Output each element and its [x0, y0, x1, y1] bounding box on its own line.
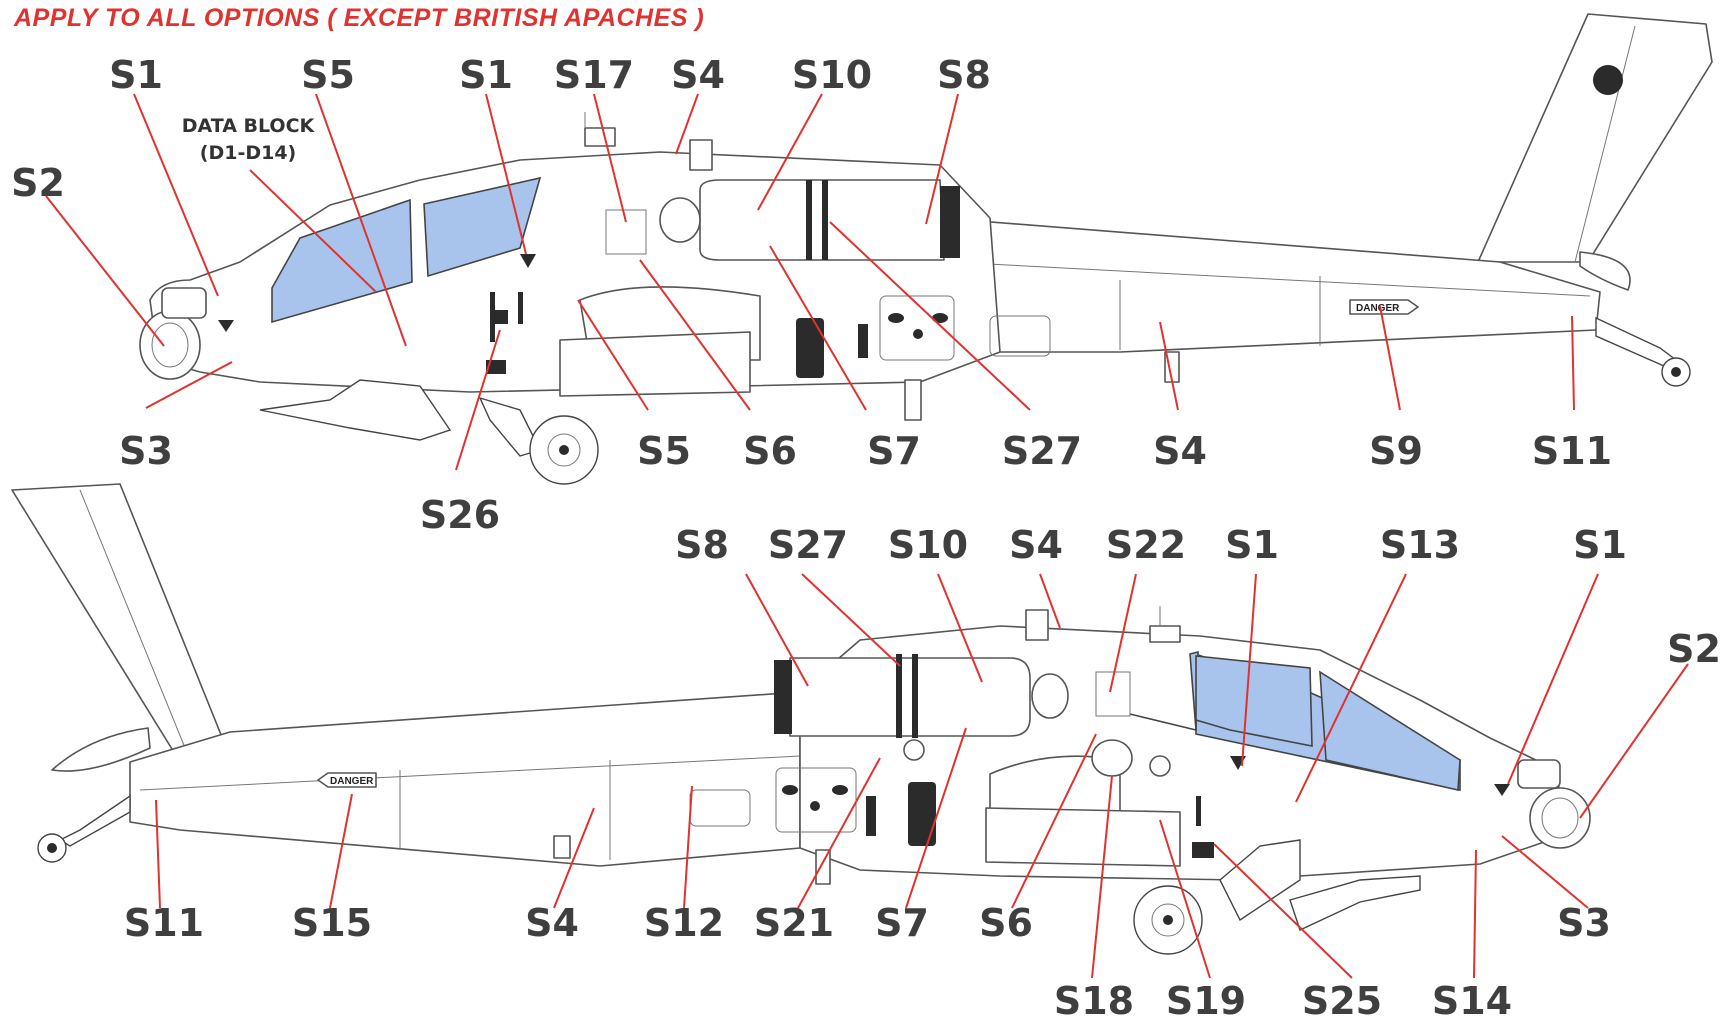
- danger-placard-2: [317, 772, 377, 788]
- decal-label: S8: [937, 53, 991, 97]
- danger-text: DANGER: [1356, 303, 1400, 314]
- decal-label: S10: [792, 53, 872, 97]
- roundel-marking: [1593, 65, 1623, 95]
- decal-label: S5: [301, 53, 355, 97]
- decal-label: S18: [1054, 979, 1134, 1021]
- nose-sensor: [139, 310, 201, 380]
- decal-label: S2: [11, 161, 65, 205]
- rear-canopy: [423, 176, 542, 278]
- front-canopy: [271, 198, 413, 324]
- decal-label: S7: [867, 429, 921, 473]
- tail-fin-2: [11, 483, 233, 763]
- decal-label: S22: [1106, 523, 1186, 567]
- decal-label: S6: [743, 429, 797, 473]
- engine-nacelle-2: [789, 657, 1031, 737]
- decal-label: S1: [1573, 523, 1627, 567]
- data-block-range: (D1-D14): [200, 142, 296, 164]
- decal-label: S11: [1532, 429, 1612, 473]
- decal-label: S17: [554, 53, 634, 97]
- leader-lines: [45, 93, 1689, 979]
- decal-label: S14: [1432, 979, 1512, 1021]
- decal-label: S26: [420, 493, 500, 537]
- decal-label: S5: [637, 429, 691, 473]
- decal-label: S9: [1369, 429, 1423, 473]
- top-view-labels: S1 S5 S1 S17 S4 S10 S8 S2 S3 S26 S5 S6 S…: [11, 53, 1612, 537]
- decal-label: S3: [119, 429, 173, 473]
- decal-label: S10: [888, 523, 968, 567]
- decal-label: S15: [292, 901, 372, 945]
- decal-label: S12: [644, 901, 724, 945]
- decal-label: S19: [1166, 979, 1246, 1021]
- decal-label: S1: [459, 53, 513, 97]
- decal-label: S4: [1153, 429, 1207, 473]
- helicopter-left-profile: DANGER: [139, 13, 1713, 485]
- page-title: APPLY TO ALL OPTIONS ( EXCEPT BRITISH AP…: [14, 4, 705, 32]
- decal-label: S25: [1302, 979, 1382, 1021]
- decal-label: S11: [124, 901, 204, 945]
- decal-label: S2: [1667, 627, 1721, 671]
- decal-label: S27: [768, 523, 848, 567]
- decal-label: S1: [1225, 523, 1279, 567]
- tail-boom-2: [129, 691, 801, 867]
- decal-label: S1: [109, 53, 163, 97]
- decal-label: S13: [1380, 523, 1460, 567]
- decal-label: S27: [1002, 429, 1082, 473]
- decal-label: S4: [671, 53, 725, 97]
- decal-label: S3: [1557, 901, 1611, 945]
- nose-sensor-2: [1529, 787, 1591, 849]
- tail-stabilator-2: [51, 727, 151, 772]
- helicopter-right-profile: DANGER: [11, 483, 1591, 955]
- decal-label: S4: [1009, 523, 1063, 567]
- decal-label: S6: [979, 901, 1033, 945]
- data-block-label: DATA BLOCK: [182, 115, 316, 137]
- danger-placard: [1349, 299, 1419, 315]
- decal-label: S4: [525, 901, 579, 945]
- bottom-view-labels: S8 S27 S10 S4 S22 S1 S13 S1 S2 S11 S15 S…: [124, 523, 1721, 1021]
- tail-fin: [1477, 13, 1713, 263]
- decal-label: S21: [754, 901, 834, 945]
- danger-text-2: DANGER: [330, 776, 374, 787]
- tail-stabilator: [1579, 251, 1631, 291]
- decal-label: S8: [675, 523, 729, 567]
- decal-label: S7: [875, 901, 929, 945]
